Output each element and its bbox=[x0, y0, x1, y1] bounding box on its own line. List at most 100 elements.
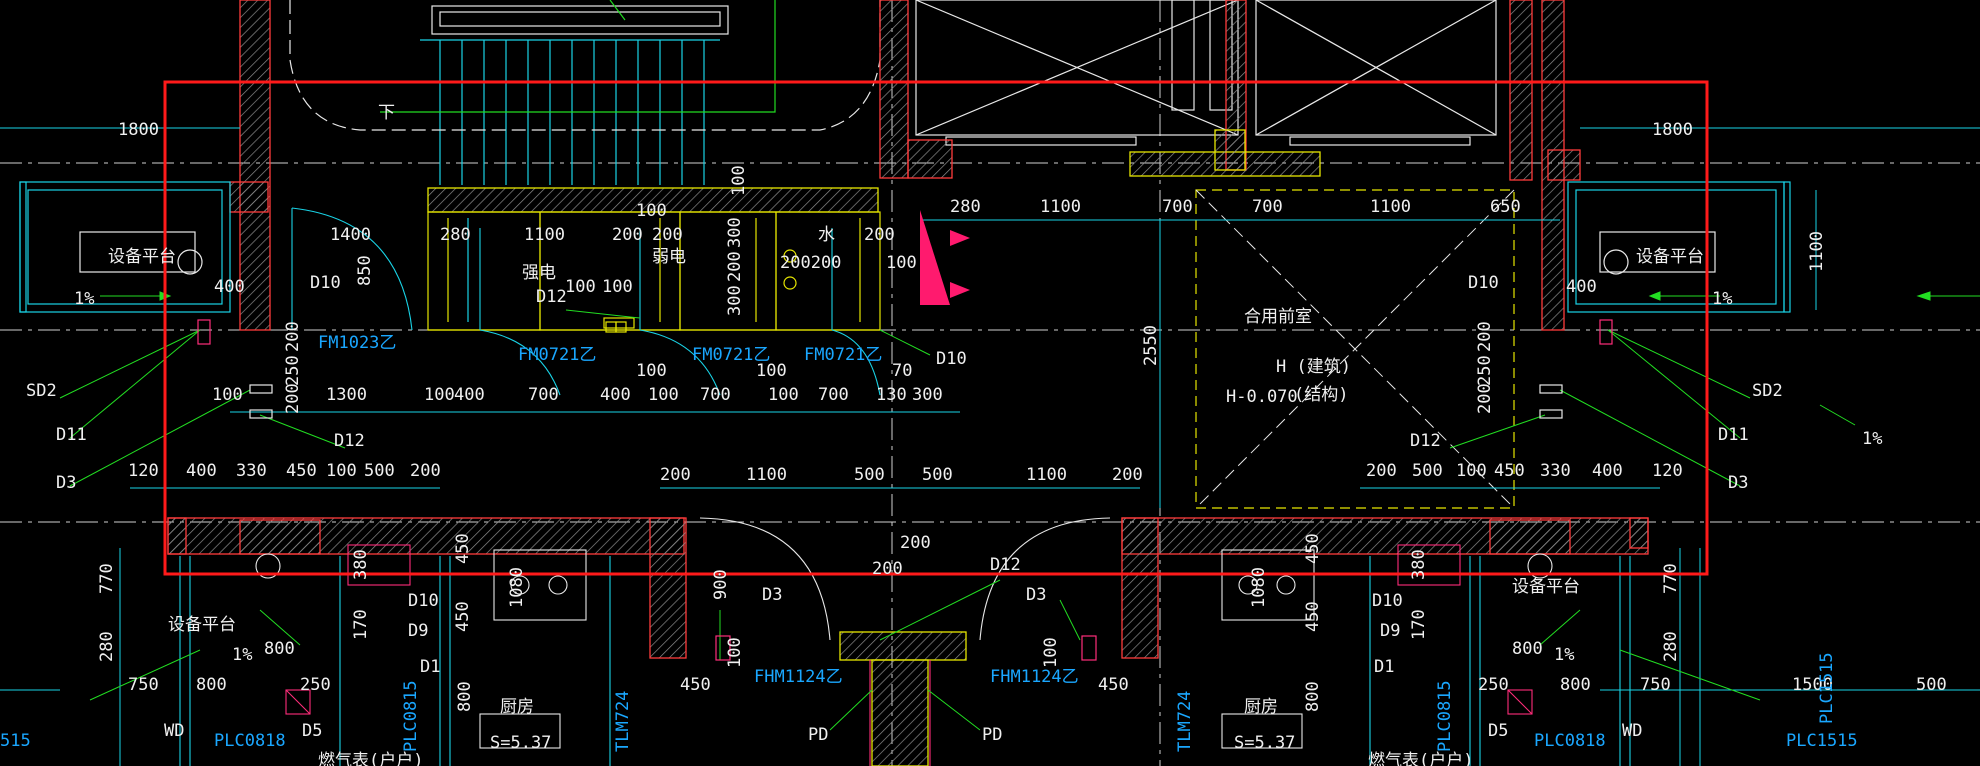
dim-400-c: 400 bbox=[454, 385, 485, 405]
elevation-label: H-0.070 bbox=[1226, 387, 1298, 407]
tag-d5-b: D5 bbox=[1488, 721, 1508, 741]
dim-800-a: 800 bbox=[264, 639, 295, 659]
dim-1100-b: 1100 bbox=[1040, 197, 1081, 217]
dim-900: 900 bbox=[711, 569, 731, 600]
tag-d11-b: D11 bbox=[1718, 425, 1749, 445]
dim-400-b: 400 bbox=[1566, 277, 1597, 297]
tag-plc1515-a: PLC1515 bbox=[1786, 731, 1858, 751]
strong-power-room: 强电 bbox=[522, 263, 556, 283]
shared-lobby-area bbox=[1195, 189, 1515, 509]
walls bbox=[167, 0, 1649, 766]
dim-700-d: 700 bbox=[700, 385, 731, 405]
dim-100-b: 100 bbox=[729, 165, 749, 196]
dim-200-h: 200 bbox=[1475, 383, 1495, 414]
dim-280-b: 280 bbox=[950, 197, 981, 217]
markers bbox=[197, 319, 1613, 661]
tag-d1-a: D1 bbox=[420, 657, 440, 677]
tag-d3-a: D3 bbox=[56, 473, 76, 493]
dim-1100-e: 1100 bbox=[1026, 465, 1067, 485]
tag-plc0818-a: PLC0818 bbox=[214, 731, 286, 751]
leader-lines bbox=[59, 309, 1761, 731]
dim-380-a: 380 bbox=[351, 549, 371, 580]
dim-400-d: 400 bbox=[600, 385, 631, 405]
kitchen-right-label: 厨房 bbox=[1244, 697, 1278, 717]
dim-120-a: 120 bbox=[128, 461, 159, 481]
tag-d1-b: D1 bbox=[1374, 657, 1394, 677]
tag-tlm724-b: TLM724 bbox=[1175, 691, 1195, 752]
dim-280-d: 280 bbox=[1661, 631, 1681, 662]
tag-d12-c: D12 bbox=[1410, 431, 1441, 451]
dim-330-b: 330 bbox=[1540, 461, 1571, 481]
slope-label-d: 1% bbox=[232, 645, 252, 665]
slope-label-e: 1% bbox=[1554, 645, 1574, 665]
dim-100-l: 100 bbox=[326, 461, 357, 481]
dim-380-b: 380 bbox=[1409, 549, 1429, 580]
dim-1300: 1300 bbox=[326, 385, 367, 405]
dim-200-g: 200 bbox=[1475, 321, 1495, 352]
tag-fhm1124-a: FHM1124乙 bbox=[754, 667, 843, 687]
dim-300-a: 300 bbox=[725, 217, 745, 248]
tag-d3-c: D3 bbox=[762, 585, 782, 605]
dim-100-d: 100 bbox=[602, 277, 633, 297]
dim-700-c: 700 bbox=[528, 385, 559, 405]
tag-sd2-b: SD2 bbox=[1752, 381, 1783, 401]
tag-fm0721-c: FM0721乙 bbox=[804, 345, 882, 365]
tag-d10-c: D10 bbox=[936, 349, 967, 369]
dim-2550: 2550 bbox=[1141, 325, 1161, 366]
dim-200-d: 200 bbox=[864, 225, 895, 245]
tag-d10-d: D10 bbox=[408, 591, 439, 611]
tag-d11-a: D11 bbox=[56, 425, 87, 445]
dim-200-f: 200 bbox=[283, 383, 303, 414]
dim-800-e: 800 bbox=[455, 681, 475, 712]
tag-sd2-a: SD2 bbox=[26, 381, 57, 401]
dim-500-d: 500 bbox=[1412, 461, 1443, 481]
dim-800-f: 800 bbox=[1303, 681, 1323, 712]
dim-100-f: 100 bbox=[212, 385, 243, 405]
dim-200-m: 200 bbox=[900, 533, 931, 553]
dim-100-n: 100 bbox=[725, 637, 745, 668]
tag-d9-a: D9 bbox=[408, 621, 428, 641]
tag-pd-b: PD bbox=[982, 725, 1002, 745]
tag-wd-b: WD bbox=[1622, 721, 1642, 741]
tag-fm1023: FM1023乙 bbox=[318, 333, 396, 353]
dim-200-i: 200 bbox=[410, 461, 441, 481]
dim-100-c: 100 bbox=[565, 277, 596, 297]
dim-120-b: 120 bbox=[1652, 461, 1683, 481]
dim-400-e: 400 bbox=[186, 461, 217, 481]
tag-plc0815-b: PLC0815 bbox=[1435, 680, 1455, 752]
slope-label-b: 1% bbox=[1712, 289, 1732, 309]
water-room: 水 bbox=[818, 225, 835, 245]
dim-1100-d: 1100 bbox=[746, 465, 787, 485]
dim-515: 515 bbox=[0, 731, 31, 751]
dim-1100-c: 1100 bbox=[1370, 197, 1411, 217]
dim-200-l: 200 bbox=[1366, 461, 1397, 481]
weak-power-room: 弱电 bbox=[652, 247, 686, 267]
tag-d3-d: D3 bbox=[1026, 585, 1046, 605]
tag-d5-a: D5 bbox=[302, 721, 322, 741]
tag-d12-b: D12 bbox=[334, 431, 365, 451]
dim-330-a: 330 bbox=[236, 461, 267, 481]
balconies bbox=[19, 181, 1791, 313]
kitchen-fixtures bbox=[255, 544, 1553, 749]
dim-1080-b: 1080 bbox=[1249, 567, 1269, 608]
h-building-label: H (建筑) bbox=[1276, 357, 1351, 377]
dim-1400: 1400 bbox=[330, 225, 371, 245]
dim-700-b: 700 bbox=[1252, 197, 1283, 217]
dim-100-h: 100 bbox=[648, 385, 679, 405]
tag-d9-b: D9 bbox=[1380, 621, 1400, 641]
dim-280-a: 280 bbox=[440, 225, 471, 245]
dim-450-b: 450 bbox=[1494, 461, 1525, 481]
dim-300-c: 300 bbox=[912, 385, 943, 405]
doors bbox=[291, 207, 1111, 641]
dim-300-b: 300 bbox=[725, 285, 745, 316]
h-structure-label: (结构) bbox=[1294, 385, 1348, 405]
dim-100-a: 100 bbox=[636, 201, 667, 221]
dim-200-c: 200 bbox=[725, 251, 745, 282]
dim-500-a: 500 bbox=[364, 461, 395, 481]
tag-tlm724-a: TLM724 bbox=[613, 691, 633, 752]
slope-label-c: 1% bbox=[1862, 429, 1882, 449]
dim-200-j: 200 bbox=[660, 465, 691, 485]
dimension-lines bbox=[0, 127, 1980, 766]
section-marker-small-triangle-2 bbox=[950, 282, 970, 298]
